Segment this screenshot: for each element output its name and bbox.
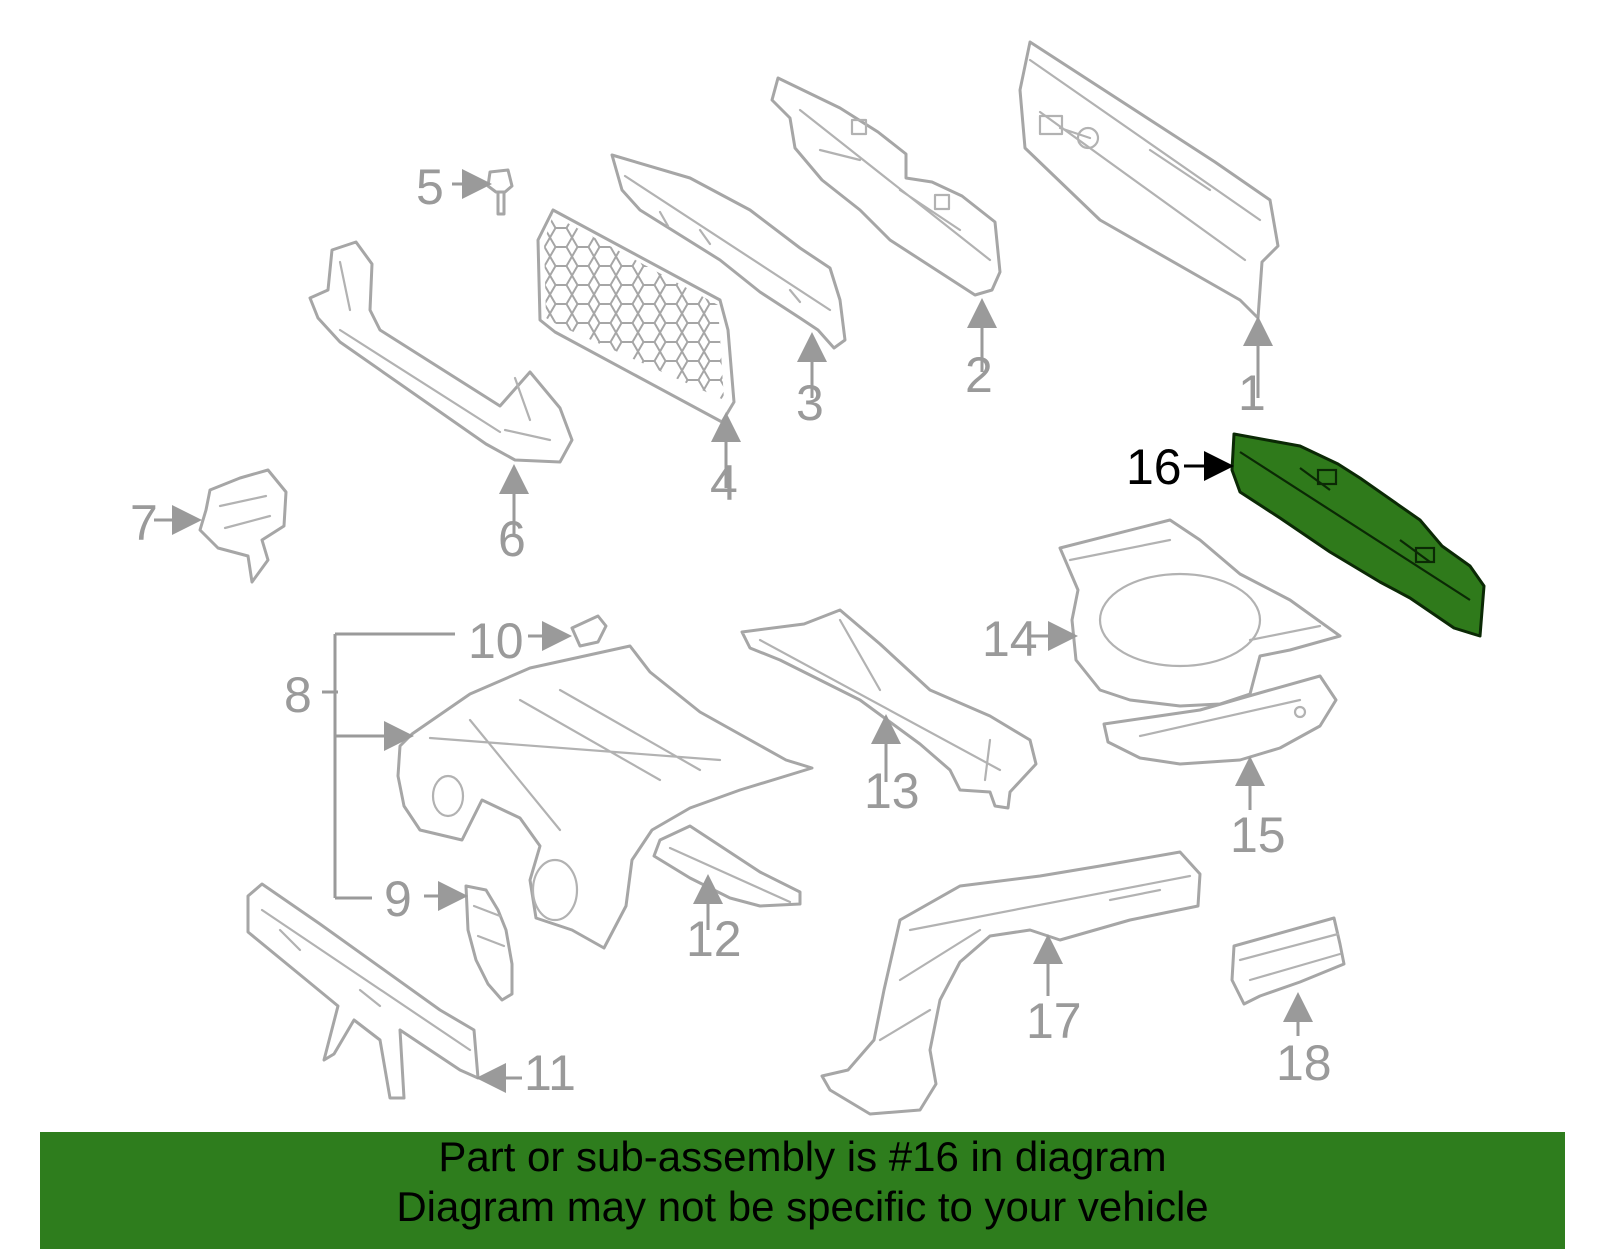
part-6-crossmember [308,240,574,464]
callout-5: 5 [416,159,444,215]
part-15-floor-pan [1102,674,1338,766]
part-12-rail [652,824,802,908]
part-16-rear-crossmember-highlighted [1230,432,1486,638]
callout-15: 15 [1230,807,1286,863]
part-9-bracket [464,884,514,1002]
banner-line-1: Part or sub-assembly is #16 in diagram [438,1133,1167,1180]
part-8-floor-assembly [396,644,814,950]
callout-16: 16 [1126,439,1182,495]
callout-7: 7 [130,495,158,551]
part-10-plug [570,614,608,648]
part-5-bolt [486,168,514,216]
callout-14: 14 [982,611,1038,667]
callout-13: 13 [864,763,920,819]
callout-1: 1 [1238,365,1266,421]
part-14-spare-wheel-well [1058,518,1342,708]
callout-17: 17 [1026,993,1082,1049]
info-banner: Part or sub-assembly is #16 in diagram D… [40,1132,1565,1249]
part-7-bracket [198,468,288,584]
part-17-wheelhouse-rail [820,850,1202,1116]
part-13-crossmember [740,608,1038,810]
callout-18: 18 [1276,1035,1332,1091]
callout-12: 12 [686,911,742,967]
callout-9: 9 [384,871,412,927]
part-18-rail-section [1230,916,1346,1006]
part-1-rear-panel [1018,40,1280,320]
callout-3: 3 [796,375,824,431]
parts-diagram: 1 2 3 4 5 6 7 [130,40,1486,1116]
part-11-crossmember [246,882,480,1100]
callout-4: 4 [710,455,738,511]
callout-6: 6 [498,511,526,567]
callout-11: 11 [524,1045,576,1101]
part-2-panel-reinforcement [770,76,1002,297]
callout-2: 2 [965,347,993,403]
callout-10: 10 [468,613,524,669]
callout-8: 8 [284,667,312,723]
banner-line-2: Diagram may not be specific to your vehi… [396,1183,1209,1230]
